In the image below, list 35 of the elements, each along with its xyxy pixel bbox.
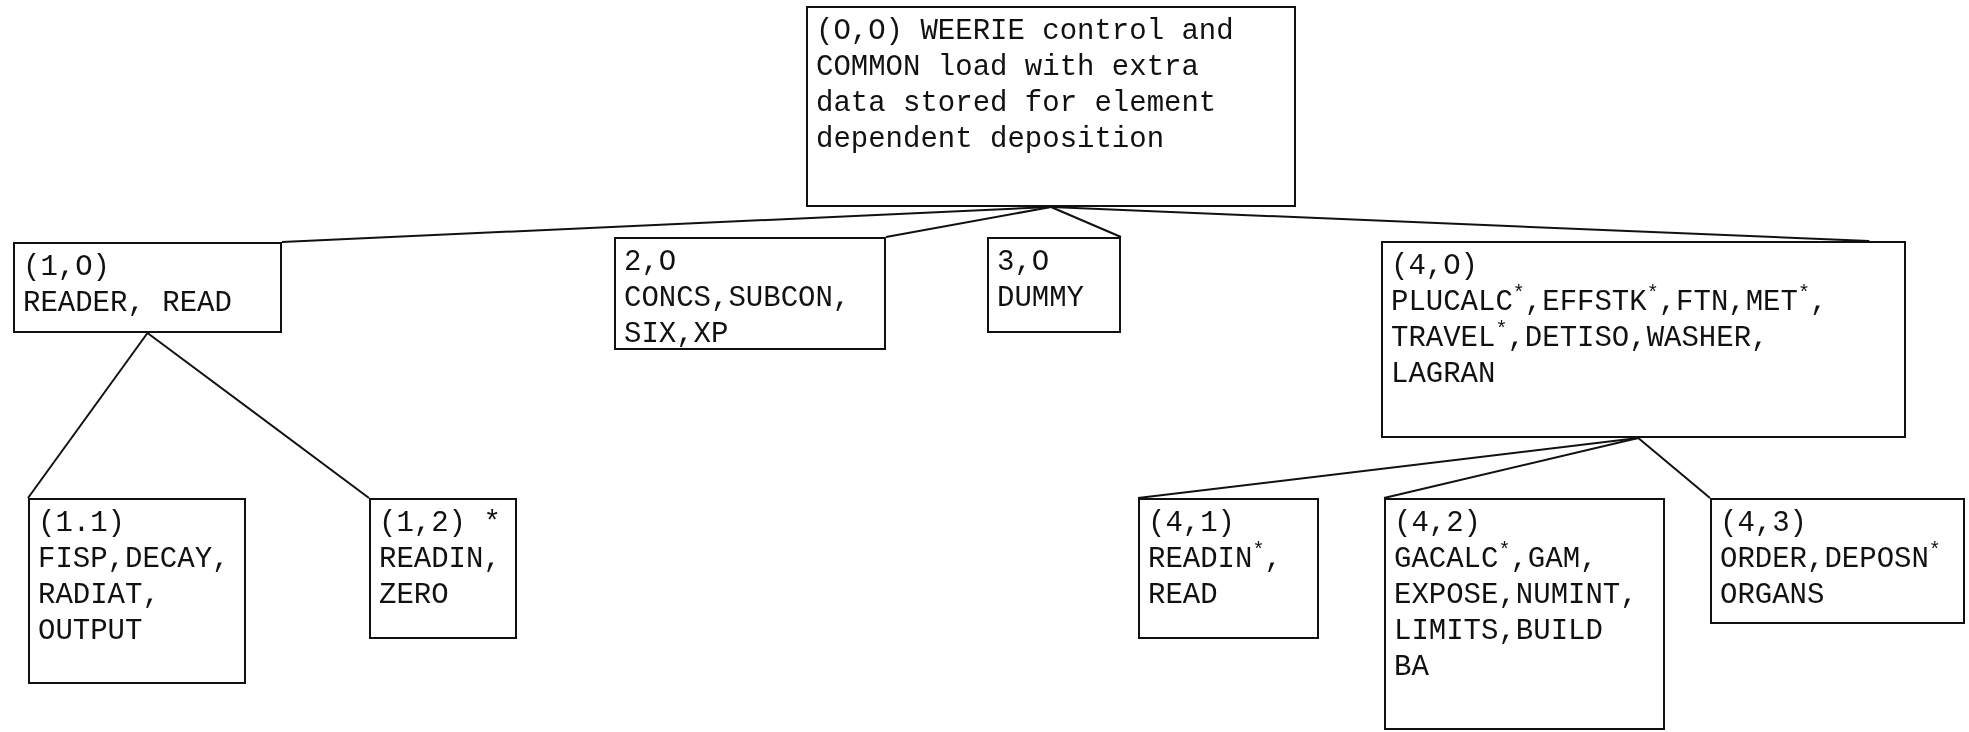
routine-list: GACALC$^{*}$,GAM, EXPOSE,NUMINT, LIMITS,BUILD BA bbox=[1394, 542, 1643, 686]
segment-label: (4,1) bbox=[1148, 506, 1236, 542]
routine-list: READIN, ZERO bbox=[379, 542, 507, 614]
segment-label: (1.1) bbox=[38, 506, 126, 542]
routine-list: CONCS,SUBCON, SIX,XP bbox=[624, 281, 876, 353]
module-box bbox=[987, 237, 1121, 333]
connector-line bbox=[1637, 437, 1711, 499]
routine-list: ORDER,DEPOSN$^{*}$ ORGANS bbox=[1720, 542, 1955, 614]
segment-label: 3,O bbox=[997, 245, 1051, 281]
module-box bbox=[1138, 498, 1319, 639]
routine-list: DUMMY bbox=[997, 281, 1111, 317]
routine-list: (O,O) WEERIE control and COMMON load with extra data stored for element dependent deposition bbox=[816, 14, 1274, 158]
module-box bbox=[1381, 241, 1906, 438]
connector-line bbox=[1050, 206, 1122, 238]
connector-line bbox=[27, 332, 149, 499]
segment-label: (1,2) * bbox=[379, 506, 502, 542]
routine-list: READER, READ bbox=[23, 286, 272, 322]
module-box bbox=[369, 498, 517, 639]
segment-label: (4,2) bbox=[1394, 506, 1482, 542]
module-box bbox=[1710, 498, 1965, 624]
segment-label: 2,O bbox=[624, 245, 678, 281]
routine-list: PLUCALC$^{*}$,EFFSTK$^{*}$,FTN,MET$^{*}$, TRAVEL$^{*}$,DETISO,WASHER, LAGRAN bbox=[1391, 285, 1872, 393]
connector-line bbox=[1383, 437, 1640, 499]
routine-list: READIN$^{*}$, READ bbox=[1148, 542, 1309, 614]
module-box bbox=[13, 242, 282, 333]
routine-list: FISP,DECAY, RADIAT, OUTPUT bbox=[38, 542, 236, 650]
module-box bbox=[806, 6, 1296, 207]
module-box bbox=[28, 498, 246, 684]
segment-label: (1,O) bbox=[23, 250, 111, 286]
segment-label: (4,3) bbox=[1720, 506, 1808, 542]
connector-line bbox=[146, 332, 370, 499]
module-box bbox=[1384, 498, 1665, 730]
segment-label: (4,O) bbox=[1391, 249, 1479, 285]
module-box bbox=[614, 237, 886, 350]
connector-line bbox=[885, 206, 1052, 238]
